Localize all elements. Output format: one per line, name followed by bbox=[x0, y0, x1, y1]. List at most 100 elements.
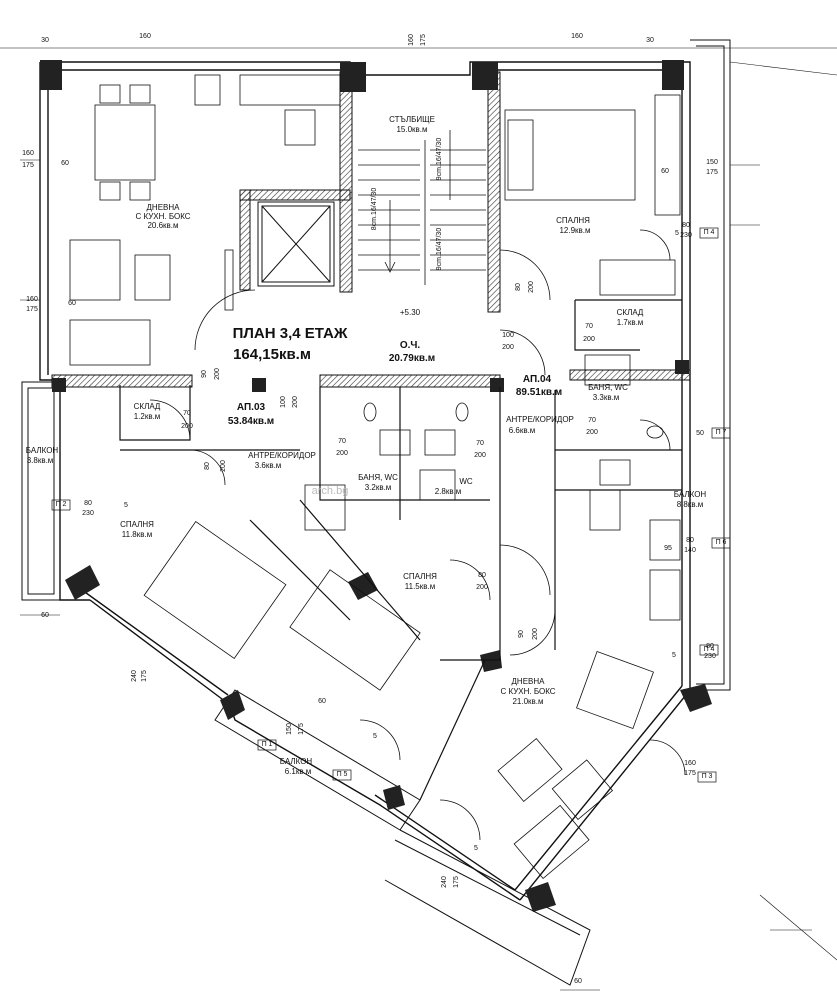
columns bbox=[40, 60, 712, 912]
mark-label: 5 bbox=[474, 845, 478, 852]
door-label: 70 bbox=[338, 438, 346, 445]
room-balcony-left-name: БАЛКОН bbox=[25, 446, 59, 455]
mark-label: 60 bbox=[68, 300, 76, 307]
window-label: 160 bbox=[22, 150, 34, 157]
furniture-bedroom-top bbox=[504, 94, 681, 296]
room-living-right-area: 21.0кв.м bbox=[512, 697, 544, 706]
door-label: 200 bbox=[502, 344, 514, 351]
window-tag: П 6 bbox=[715, 539, 727, 546]
window-tag-boxes bbox=[51, 227, 731, 783]
door-label: 200 bbox=[532, 628, 539, 640]
mark-label: 30 bbox=[41, 37, 49, 44]
window-tag: П 4 bbox=[703, 229, 715, 236]
window-label: 230 bbox=[82, 510, 94, 517]
door-label: 100 bbox=[280, 396, 287, 408]
mark-label: 60 bbox=[61, 160, 69, 167]
stairs-flight-label-3: 9cm.16/47/30 bbox=[436, 227, 443, 271]
room-bedroom-left-area: 11.8кв.м bbox=[121, 530, 153, 539]
room-bath-mid-area: 3.2кв.м bbox=[364, 483, 392, 492]
room-storage-left-area: 1.2кв.м bbox=[133, 412, 161, 421]
door-label: 90 bbox=[201, 370, 208, 378]
door-label: 80 bbox=[204, 462, 211, 470]
mark-label: 95 bbox=[664, 545, 672, 552]
window-tag: П 4 bbox=[703, 646, 715, 653]
room-hall-right-name: АНТРЕ/КОРИДОР bbox=[506, 415, 574, 424]
partitions bbox=[119, 299, 682, 801]
room-bedroom-left-name: СПАЛНЯ bbox=[120, 520, 154, 529]
mark-label: 60 bbox=[318, 698, 326, 705]
mark-label: 60 bbox=[574, 978, 582, 985]
ap04-area: 89.51кв.м bbox=[515, 387, 563, 398]
window-label: 160 bbox=[684, 760, 696, 767]
door-label: 200 bbox=[214, 368, 221, 380]
common-label: О.Ч. bbox=[399, 340, 421, 351]
window-tag: П 2 bbox=[55, 501, 67, 508]
door-label: 70 bbox=[183, 410, 191, 417]
door-label: 80 bbox=[478, 572, 486, 579]
ap03-area: 53.84кв.м bbox=[227, 416, 275, 427]
room-wc-mid-area: 2.8кв.м bbox=[434, 487, 462, 496]
stairs-flight-label: 8cm.16/47/30 bbox=[371, 187, 378, 231]
room-hall-right-area: 6.6кв.м bbox=[508, 426, 536, 435]
stairs-label: СТЪЛБИЩЕ bbox=[389, 115, 435, 124]
door-label: 200 bbox=[586, 429, 598, 436]
mark-label: 5 bbox=[373, 733, 377, 740]
window-label: 150 bbox=[706, 159, 718, 166]
window-label: 175 bbox=[141, 670, 148, 682]
door-label: 90 bbox=[518, 630, 525, 638]
door-label: 200 bbox=[220, 460, 227, 472]
room-balcony-right-area: 8.8кв.м bbox=[676, 500, 704, 509]
door-label: 200 bbox=[476, 584, 488, 591]
door-label: 200 bbox=[474, 452, 486, 459]
mark-label: 5 bbox=[672, 652, 676, 659]
window-label: 175 bbox=[706, 169, 718, 176]
room-bedroom-top-right-name: СПАЛНЯ bbox=[556, 216, 590, 225]
stair-treads bbox=[358, 130, 486, 285]
room-living-left-name: ДНЕВНА bbox=[146, 203, 180, 212]
room-storage-left-name: СКЛАД bbox=[133, 402, 161, 411]
window-tag: П 1 bbox=[261, 741, 273, 748]
ap03-label: АП.03 bbox=[236, 402, 266, 413]
room-wc-mid-name: WC bbox=[459, 477, 473, 486]
balcony-bottom-outline bbox=[214, 689, 591, 986]
stairs-area: 15.0кв.м bbox=[396, 125, 428, 134]
door-label: 200 bbox=[336, 450, 348, 457]
window-label: 80 bbox=[84, 500, 92, 507]
window-label: 175 bbox=[26, 306, 38, 313]
window-label: 240 bbox=[441, 876, 448, 888]
window-label: 230 bbox=[680, 232, 692, 239]
window-label: 175 bbox=[298, 723, 305, 735]
window-label: 80 bbox=[686, 537, 694, 544]
room-bedroom-mid-area: 11.5кв.м bbox=[404, 582, 436, 591]
balcony-right-outline bbox=[690, 39, 731, 691]
door-label: 200 bbox=[181, 423, 193, 430]
elevator bbox=[257, 201, 335, 287]
room-bedroom-mid-name: СПАЛНЯ bbox=[403, 572, 437, 581]
common-area: 20.79кв.м bbox=[388, 353, 436, 364]
dimension-lines bbox=[0, 47, 837, 991]
window-label: 230 bbox=[704, 653, 716, 660]
mark-label: 5 bbox=[675, 230, 679, 237]
window-tag: П 3 bbox=[701, 773, 713, 780]
room-balcony-left-area: 3.8кв.м bbox=[26, 456, 54, 465]
door-label: 80 bbox=[515, 283, 522, 291]
room-storage-right-area: 1.7кв.м bbox=[616, 318, 644, 327]
room-bath-right-name: БАНЯ, WC bbox=[588, 383, 628, 392]
window-label: 175 bbox=[453, 876, 460, 888]
plan-title: ПЛАН 3,4 ЕТАЖ bbox=[232, 325, 348, 342]
room-bath-mid-name: БАНЯ, WC bbox=[358, 473, 398, 482]
room-living-left-area: 20.6кв.м bbox=[147, 221, 179, 230]
furniture-left-living bbox=[69, 74, 341, 366]
watermark: arch.bg bbox=[311, 485, 349, 497]
window-label: 160 bbox=[571, 33, 583, 40]
furniture-right-living bbox=[497, 489, 681, 879]
sanitary-fixtures bbox=[304, 354, 664, 531]
door-label: 200 bbox=[292, 396, 299, 408]
window-label: 240 bbox=[131, 670, 138, 682]
room-living-right-sub: С КУХН. БОКС bbox=[500, 687, 556, 696]
window-label: 160 bbox=[408, 34, 415, 46]
room-storage-right-name: СКЛАД bbox=[616, 308, 644, 317]
window-label: 175 bbox=[420, 34, 427, 46]
room-living-right-name: ДНЕВНА bbox=[511, 677, 545, 686]
